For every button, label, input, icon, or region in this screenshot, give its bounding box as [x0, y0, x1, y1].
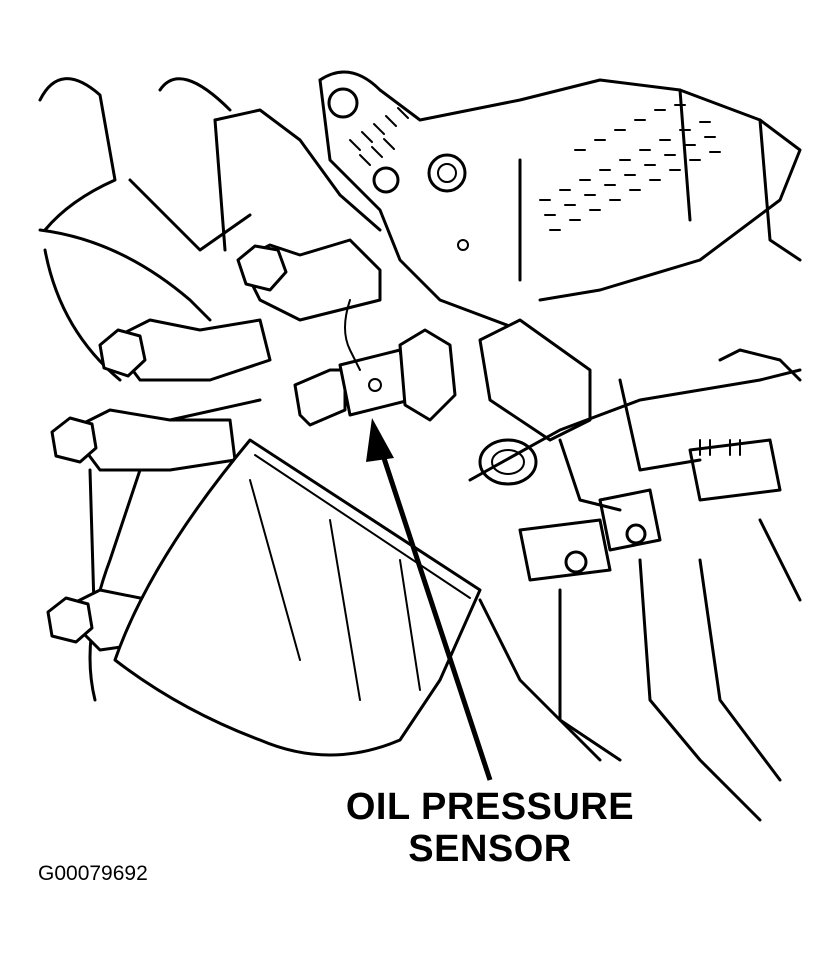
callout-line-2: SENSOR — [408, 828, 572, 870]
housing-slots — [349, 104, 721, 231]
callout-line-1: OIL PRESSURE — [345, 786, 635, 828]
callout-arrow — [366, 418, 493, 781]
oil-filter — [113, 438, 482, 757]
mounting-bolts — [46, 238, 382, 652]
upper-housing — [318, 70, 802, 332]
oil-pressure-sensor — [293, 299, 457, 427]
right-components — [468, 318, 802, 822]
callout-label: OIL PRESSURE SENSOR — [330, 786, 650, 870]
figure-id: G00079692 — [38, 862, 148, 885]
